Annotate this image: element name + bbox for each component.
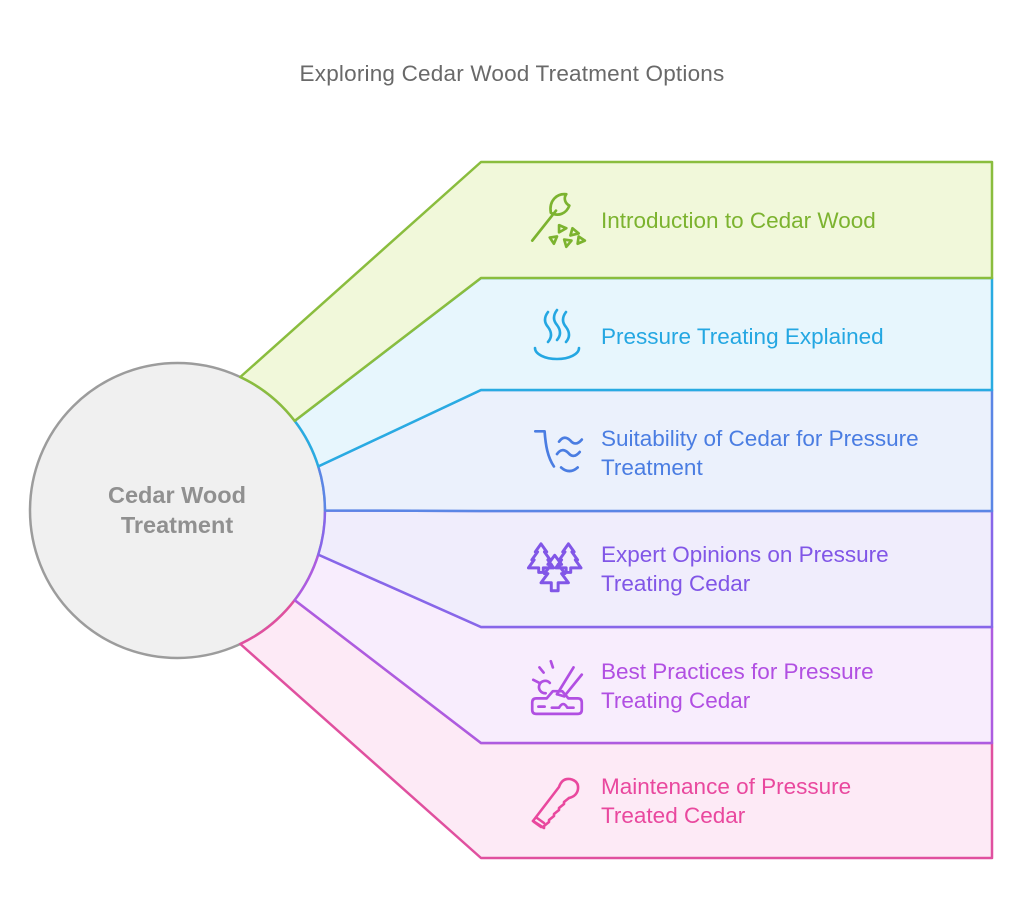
branch-label-line: Suitability of Cedar for Pressure <box>601 426 919 451</box>
branch-suitability-of-cedar: Suitability of Cedar for Pressure Treatm… <box>521 422 919 484</box>
branch-label-line: Pressure Treating Explained <box>601 323 884 349</box>
pine-trees-icon <box>521 537 593 601</box>
branch-expert-opinions: Expert Opinions on Pressure Treating Ced… <box>521 537 889 601</box>
branch-label-line: Maintenance of Pressure <box>601 774 852 799</box>
branch-label: Best Practices for Pressure Treating Ced… <box>593 657 874 715</box>
handsaw-icon <box>521 769 593 833</box>
branch-best-practices: Best Practices for Pressure Treating Ced… <box>521 654 874 718</box>
branch-label-line: Introduction to Cedar Wood <box>601 207 876 233</box>
branch-label-line: Treatment <box>601 455 703 480</box>
center-topic-line: Treatment <box>120 512 234 538</box>
branch-label-line: Best Practices for Pressure <box>601 659 874 684</box>
branch-label: Introduction to Cedar Wood <box>593 206 876 235</box>
branch-label-line: Treated Cedar <box>601 803 746 828</box>
engraving-tool-icon <box>521 654 593 718</box>
branch-pressure-treating-explained: Pressure Treating Explained <box>521 304 884 368</box>
branch-introduction-to-cedar-wood: Introduction to Cedar Wood <box>521 187 876 253</box>
branch-label: Maintenance of Pressure Treated Cedar <box>593 772 851 830</box>
branch-label: Expert Opinions on Pressure Treating Ced… <box>593 540 889 598</box>
branch-maintenance: Maintenance of Pressure Treated Cedar <box>521 769 851 833</box>
band-shape-6 <box>239 598 994 860</box>
branch-label-line: Treating Cedar <box>601 688 751 713</box>
band-shape-1 <box>239 160 994 423</box>
branch-label-line: Expert Opinions on Pressure <box>601 542 889 567</box>
axe-icon <box>521 187 593 253</box>
page-title: Exploring Cedar Wood Treatment Options <box>299 61 725 86</box>
band-shape-2 <box>293 276 994 468</box>
dipping-tank-icon <box>521 422 593 484</box>
branch-label: Suitability of Cedar for Pressure Treatm… <box>593 424 919 482</box>
center-topic-label: Cedar Wood Treatment <box>57 480 297 540</box>
branch-label-line: Treating Cedar <box>601 571 751 596</box>
steam-icon <box>521 304 593 368</box>
branch-label: Pressure Treating Explained <box>593 322 884 351</box>
band-shape-5 <box>293 553 994 745</box>
center-topic-line: Cedar Wood <box>108 482 246 508</box>
